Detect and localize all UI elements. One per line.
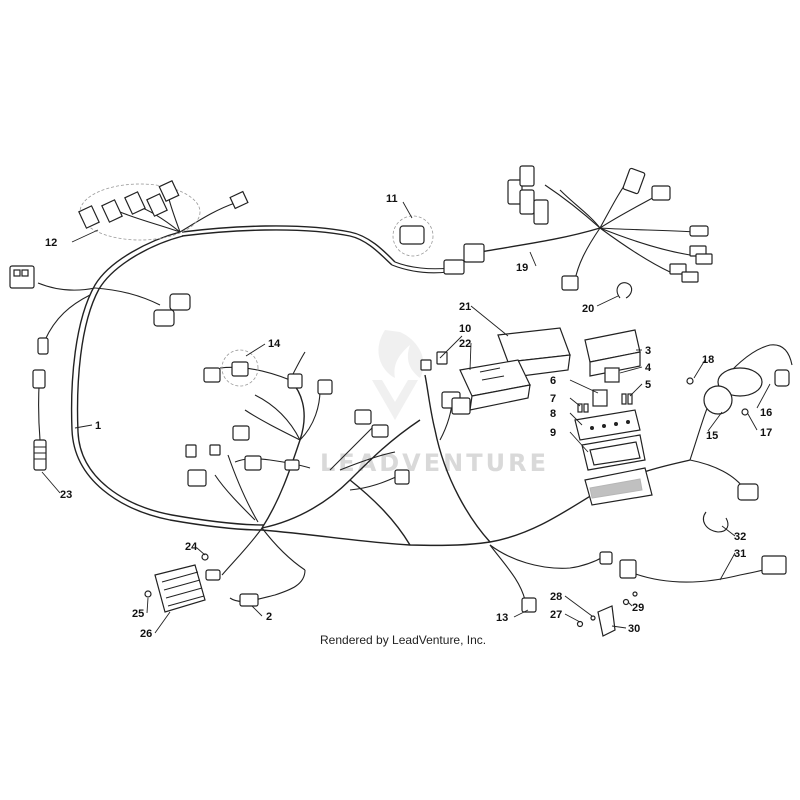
callout-27: 27: [550, 609, 562, 621]
voltage-regulator-26: [144, 553, 221, 613]
callout-leaders: [41, 201, 771, 634]
callout-12: 12: [45, 237, 57, 249]
callout-15: 15: [706, 430, 718, 442]
callout-22: 22: [459, 338, 471, 350]
connector-13: [521, 597, 537, 613]
watermark-logo: [372, 330, 424, 420]
callout-24: 24: [185, 541, 198, 553]
callout-30: 30: [628, 623, 640, 635]
fuse-block-8: [574, 409, 641, 441]
callout-10: 10: [459, 323, 471, 335]
callout-28: 28: [550, 591, 562, 603]
callout-32: 32: [734, 531, 746, 543]
connector-right: [737, 483, 759, 501]
connector-2: [229, 569, 306, 607]
callout-29: 29: [632, 602, 644, 614]
callout-18: 18: [702, 354, 714, 366]
connector-10: [420, 351, 471, 415]
callout-4: 4: [645, 362, 652, 374]
callout-14: 14: [268, 338, 281, 350]
harness-19: [479, 177, 696, 281]
callout-17: 17: [760, 427, 772, 439]
center-harness-connectors: [185, 349, 410, 487]
ecu-22: [459, 359, 531, 411]
callout-19: 19: [516, 262, 528, 274]
callout-25: 25: [132, 608, 144, 620]
relays-4-5-6-7: [577, 367, 633, 413]
connector-31: [599, 551, 787, 579]
callout-6: 6: [550, 375, 556, 387]
connector-left: [9, 265, 49, 355]
connector-11: [392, 215, 485, 275]
fuse-box-lid-3: [584, 329, 641, 377]
callout-5: 5: [645, 379, 651, 391]
callout-13: 13: [496, 612, 508, 624]
callout-9: 9: [550, 427, 556, 439]
bracket-30: [576, 591, 638, 637]
callout-labels: 1 2 3 4 5 6 7 8 9 10 11 12 13 14 15 16 1…: [45, 193, 772, 640]
connector-cluster-12: [78, 179, 249, 241]
callout-26: 26: [140, 628, 152, 640]
harness-19-connectors: [507, 165, 713, 291]
callout-23: 23: [60, 489, 72, 501]
render-credit-caption: Rendered by LeadVenture, Inc.: [320, 633, 486, 647]
clip-32: [702, 511, 729, 533]
callout-11: 11: [386, 193, 398, 205]
main-harness: [37, 194, 793, 601]
callout-7: 7: [550, 393, 556, 405]
watermark-text: LEADVENTURE: [320, 449, 549, 477]
callout-3: 3: [645, 345, 651, 357]
gasket-9: [581, 434, 646, 471]
ignition-coil-15: [686, 367, 790, 416]
callout-8: 8: [550, 408, 556, 420]
connector-pair: [153, 293, 191, 327]
fuse-box-base: [584, 467, 653, 506]
callout-20: 20: [582, 303, 594, 315]
clip-20: [616, 282, 633, 299]
callout-21: 21: [459, 301, 471, 313]
callout-16: 16: [760, 407, 772, 419]
callout-1: 1: [95, 420, 101, 432]
callout-2: 2: [266, 611, 272, 623]
oxygen-sensor-23: [32, 369, 47, 471]
callout-31: 31: [734, 548, 746, 560]
